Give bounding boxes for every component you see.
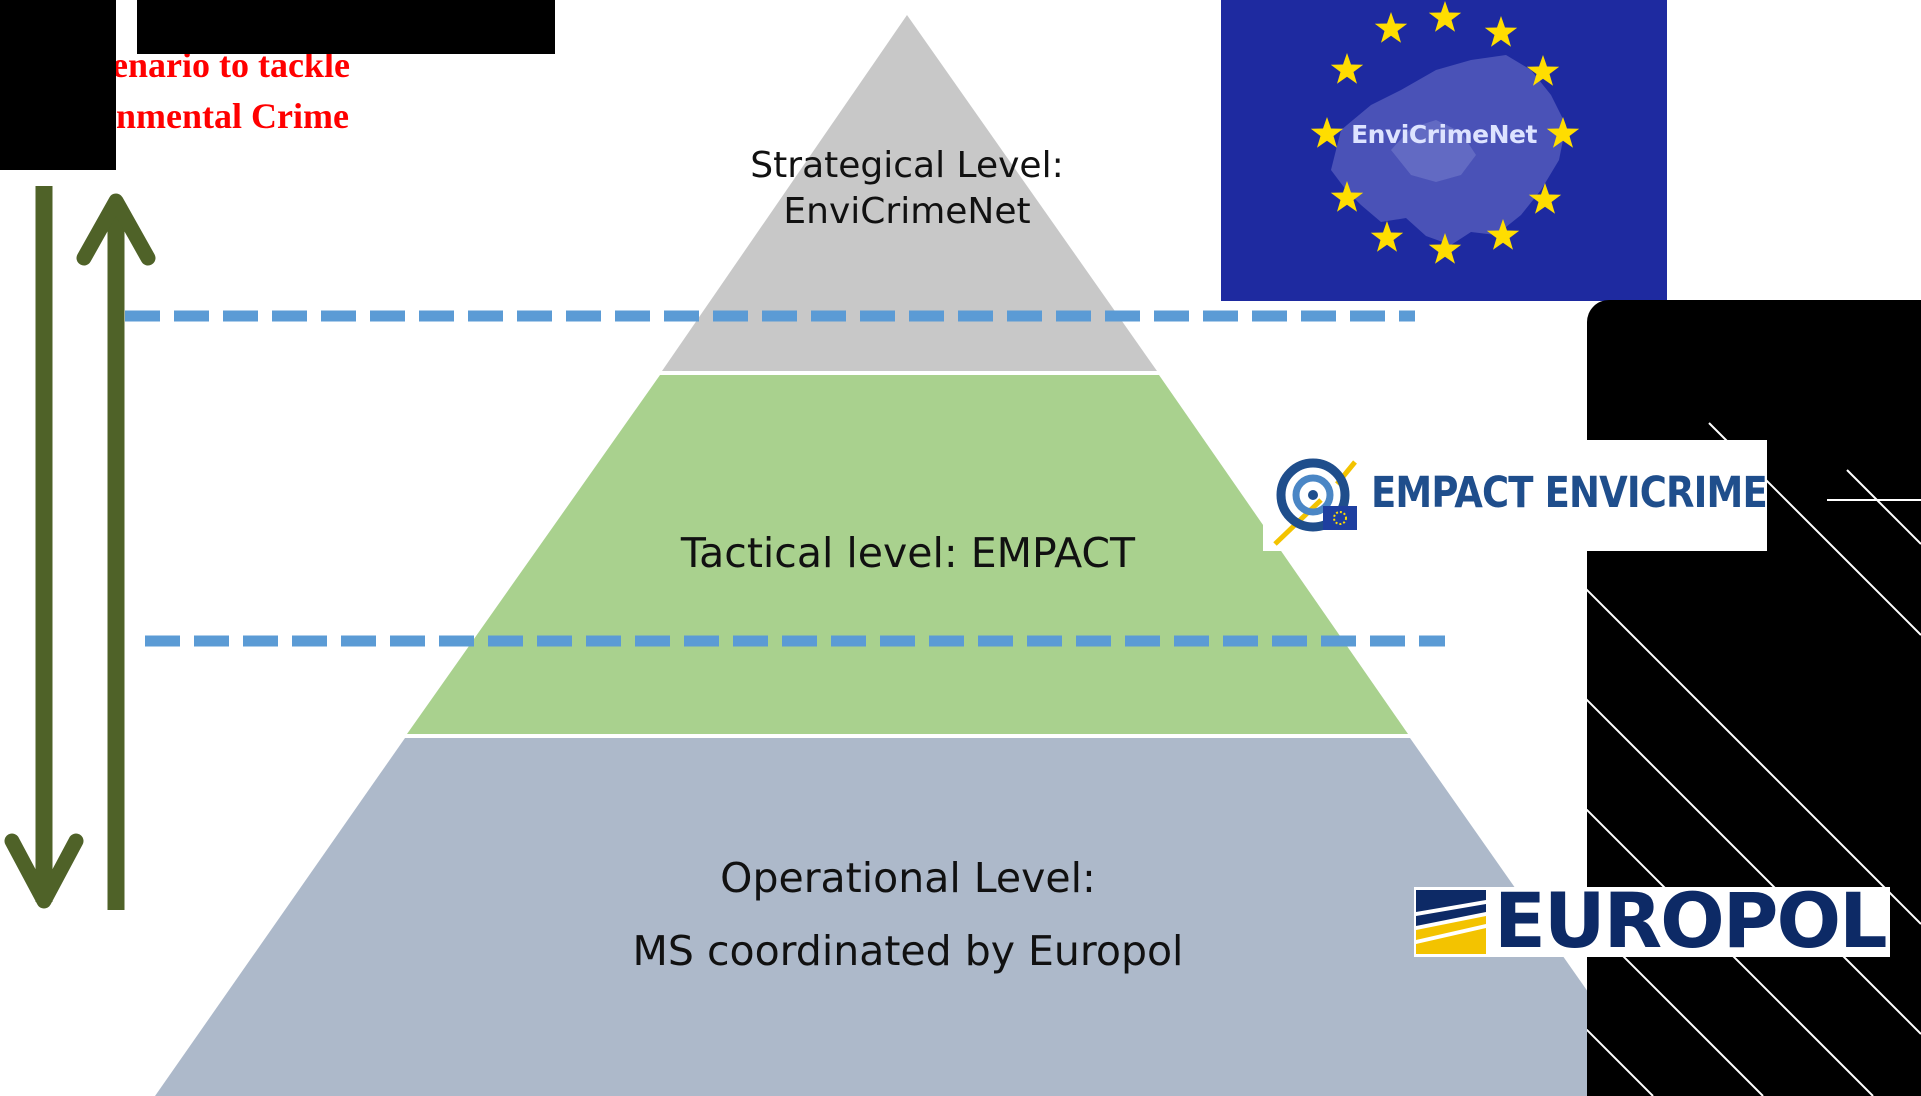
title-line-2: nmental Crime xyxy=(116,96,349,136)
strategical-level-label: Strategical Level: xyxy=(750,145,1064,186)
empact-envicrime-logo: EMPACT ENVICRIME xyxy=(1263,440,1768,551)
dashed-divider-upper xyxy=(125,310,1415,322)
pyramid-tier-operational xyxy=(155,738,1661,1096)
black-panel xyxy=(1587,300,1921,1096)
redaction-block-left xyxy=(0,0,116,170)
empact-logo-text: EMPACT ENVICRIME xyxy=(1371,468,1768,518)
pyramid-tier-strategical xyxy=(662,15,1157,371)
strategical-level-name: EnviCrimeNet xyxy=(783,191,1031,232)
dashed-divider-lower xyxy=(145,635,1445,647)
operational-level-label: Operational Level: xyxy=(720,854,1096,902)
tactical-level-label: Tactical level: EMPACT xyxy=(680,529,1136,577)
envicrimenet-logo-text: EnviCrimeNet xyxy=(1351,120,1537,149)
eu-star-icon xyxy=(1310,1,1580,264)
eu-flag-icon xyxy=(1323,506,1357,530)
down-arrow-icon xyxy=(4,186,84,909)
europol-logo: EUROPOL xyxy=(1414,883,1890,959)
envicrimenet-logo: EnviCrimeNet xyxy=(1221,0,1667,301)
empact-target-icon xyxy=(1273,458,1357,546)
europol-emblem-icon xyxy=(1416,890,1486,954)
europol-logo-text: EUROPOL xyxy=(1494,876,1887,965)
up-arrow-icon xyxy=(76,193,156,910)
operational-level-desc: MS coordinated by Europol xyxy=(632,927,1184,975)
redaction-block-top xyxy=(137,0,555,54)
